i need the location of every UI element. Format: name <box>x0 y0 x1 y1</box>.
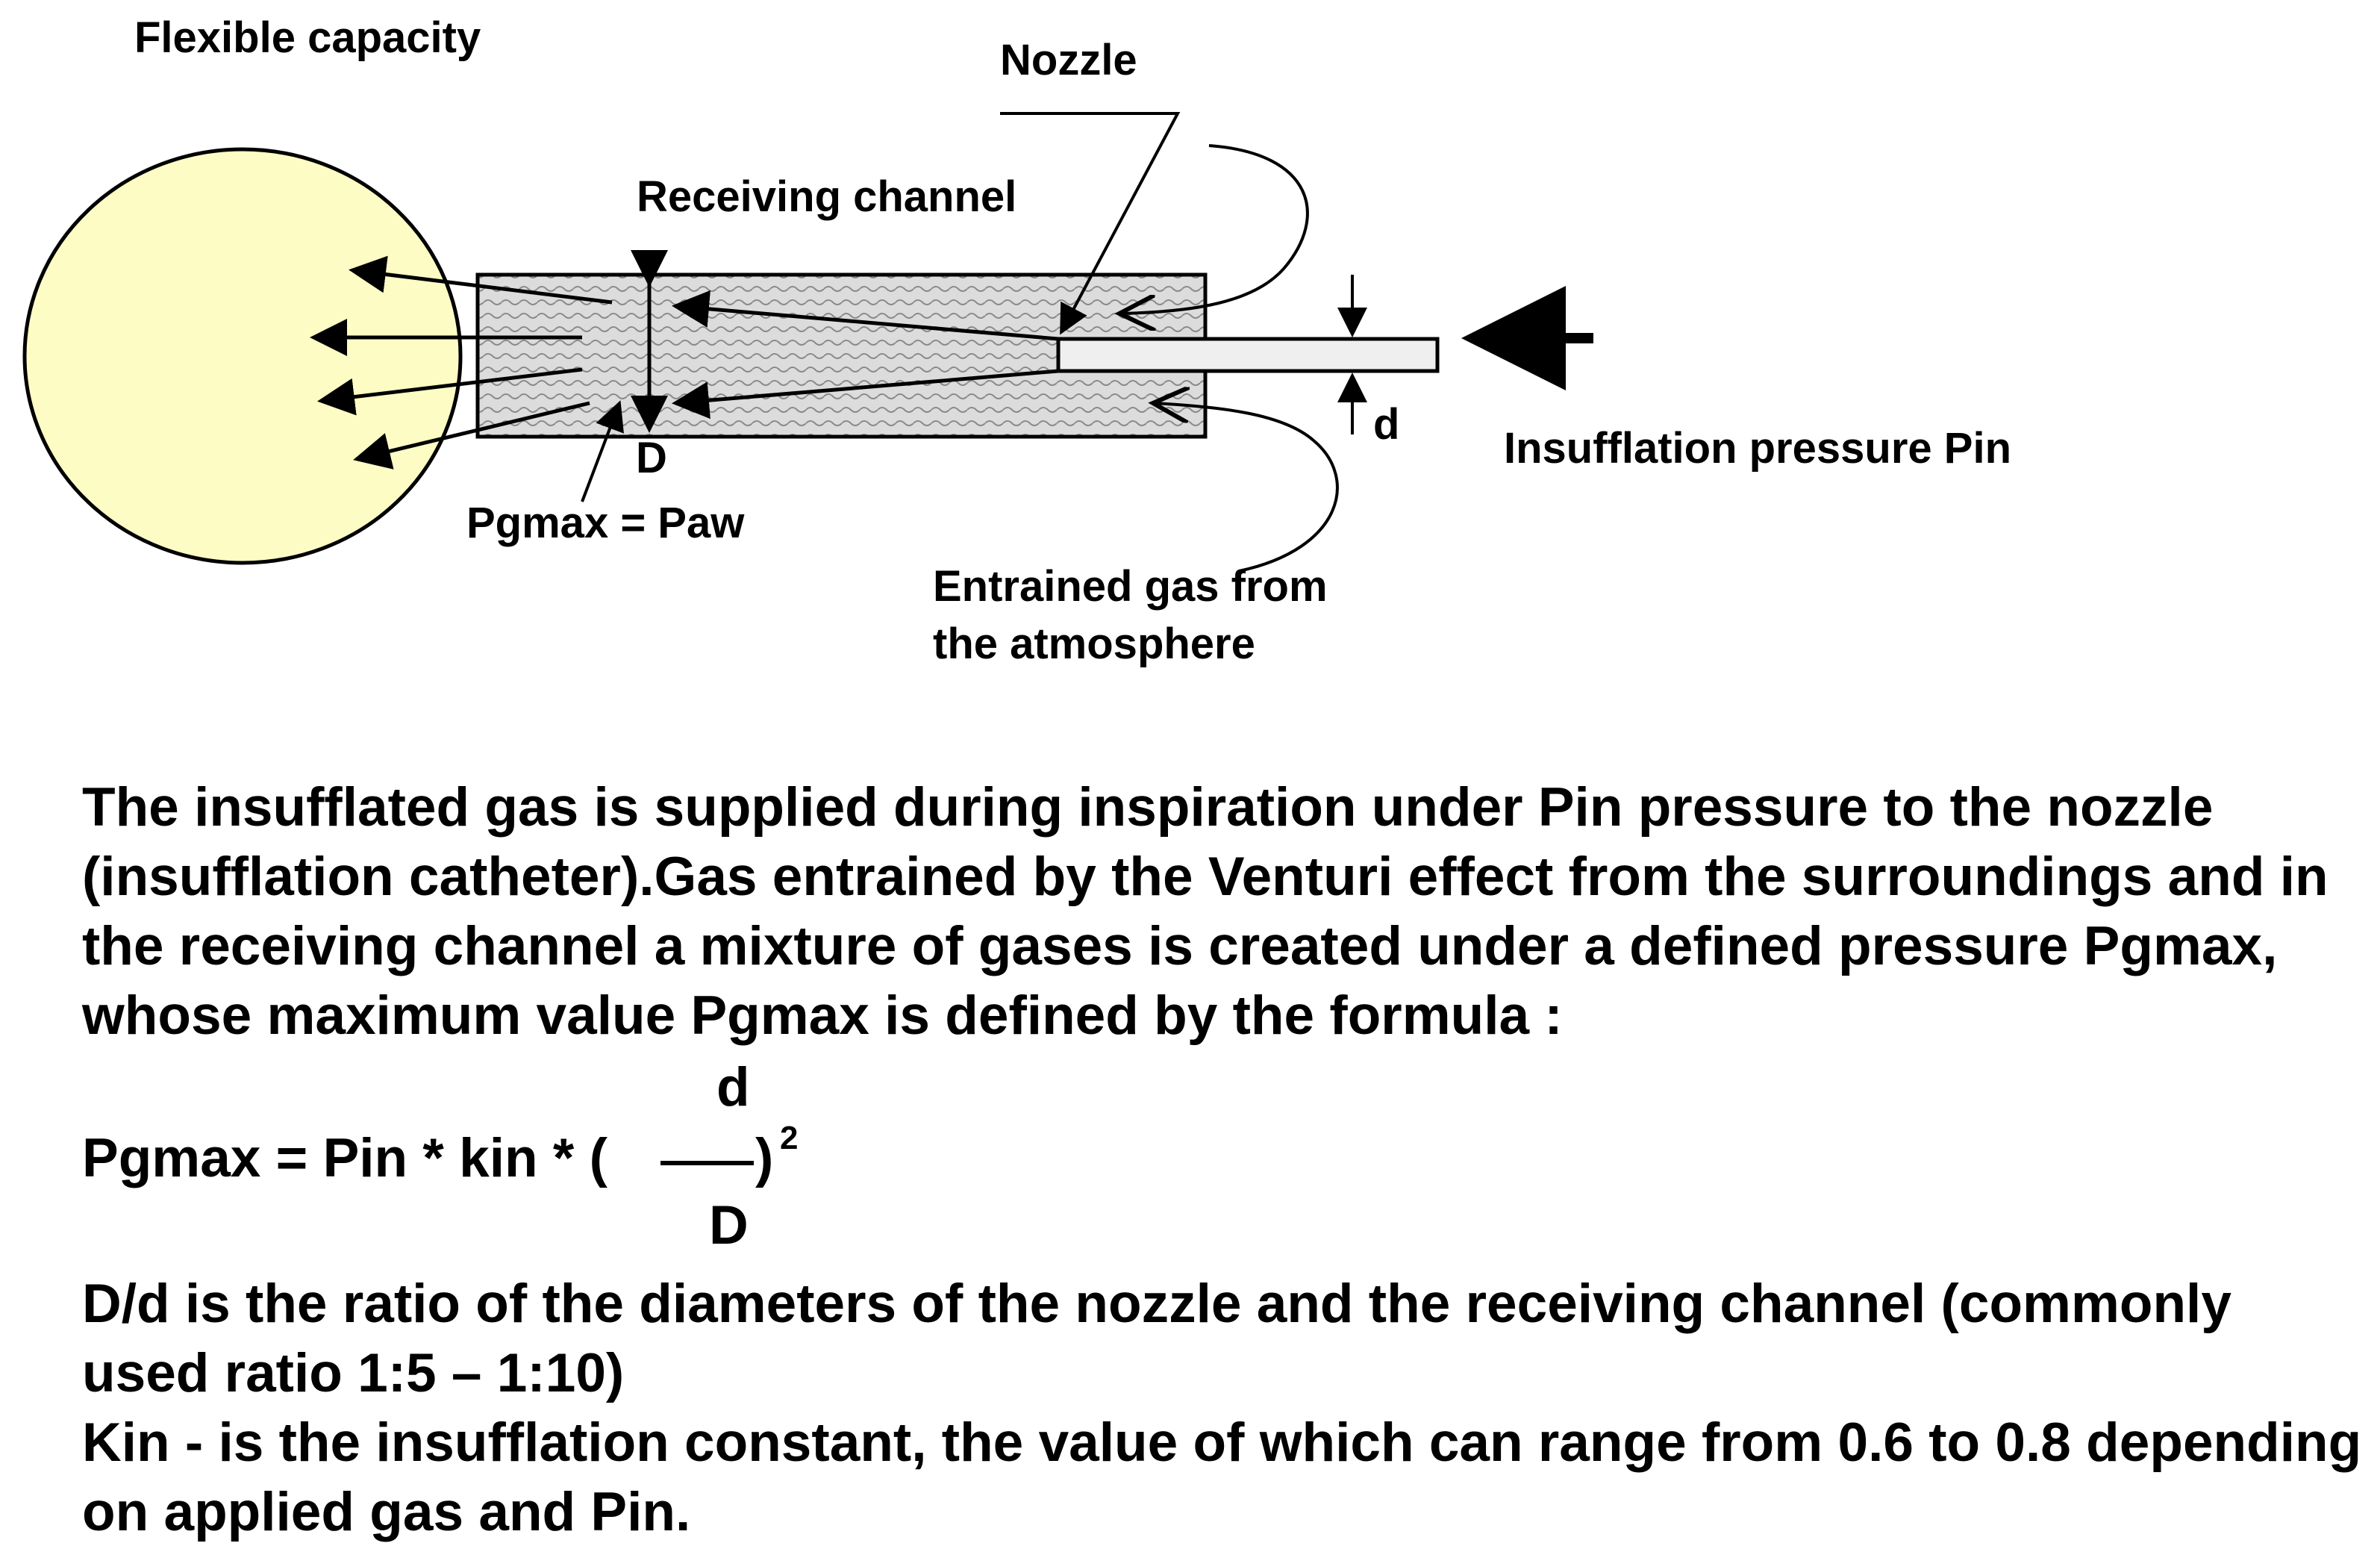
entrained-gas-arrow-top <box>1119 144 1309 314</box>
label-receiving-channel: Receiving channel <box>637 172 1016 221</box>
label-d: d <box>1373 400 1399 449</box>
label-insufflation-pressure: Insufflation pressure Pin <box>1504 424 2011 473</box>
ratio-note: D/d is the ratio of the diameters of the… <box>82 1274 2231 1403</box>
label-D: D <box>636 434 667 482</box>
description-text: The insufflated gas is supplied during i… <box>82 777 2329 1046</box>
formula-denominator: D <box>709 1195 749 1256</box>
description-paragraph: The insufflated gas is supplied during i… <box>82 773 2366 1050</box>
nozzle-leader <box>1000 112 1181 335</box>
label-nozzle: Nozzle <box>1000 36 1137 84</box>
pgmax-pointer <box>581 400 624 502</box>
label-entrained-gas-line2: the atmosphere <box>933 620 1255 668</box>
nozzle-tube <box>1056 337 1440 373</box>
notes-paragraphs: D/d is the ratio of the diameters of the… <box>82 1269 2366 1547</box>
entrained-gas-arrow-bottom <box>1153 403 1339 573</box>
formula-exponent: 2 <box>780 1120 799 1156</box>
formula-close-paren: ) <box>755 1128 774 1188</box>
formula-numerator: d <box>716 1057 750 1118</box>
flow-arrows-into-capacity <box>310 255 613 470</box>
label-pgmax-paw: Pgmax = Paw <box>466 499 745 547</box>
pgmax-formula: Pgmax = Pin * kin * ( d D ) 2 <box>82 1056 903 1265</box>
jet-arrows <box>672 290 1059 420</box>
label-flexible-capacity: Flexible capacity <box>134 13 481 62</box>
flexible-capacity-balloon <box>22 147 463 565</box>
fraction-bar <box>660 1161 754 1165</box>
formula-lhs: Pgmax = Pin * kin * ( <box>82 1128 608 1188</box>
kin-note: Kin - is the insufflation constant, the … <box>82 1412 2362 1542</box>
label-entrained-gas-line1: Entrained gas from <box>933 562 1328 611</box>
